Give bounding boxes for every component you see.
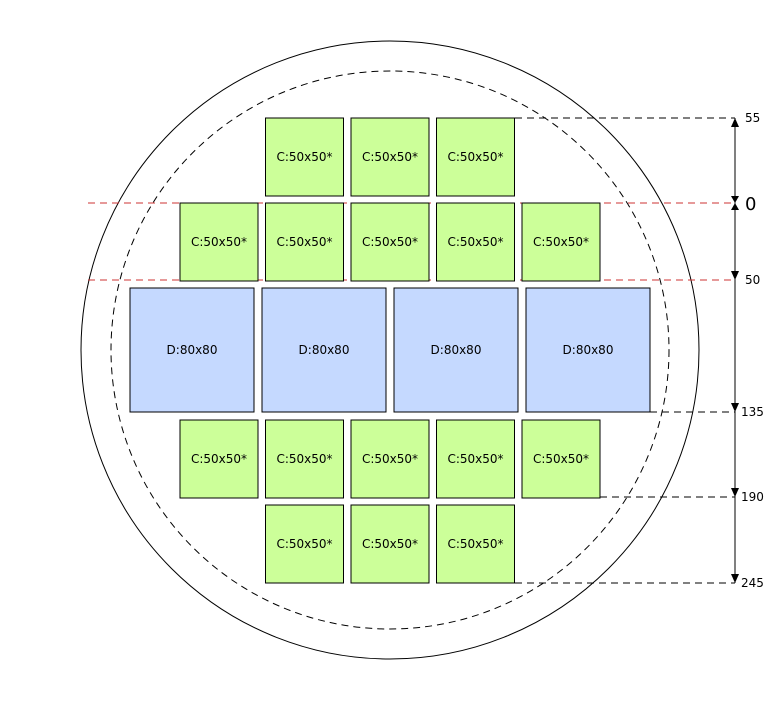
chip-small-r1-c1 bbox=[265, 202, 344, 282]
arrow-down-190 bbox=[731, 488, 739, 497]
chip-label-r1-c0: C:50x50* bbox=[191, 235, 247, 249]
chip-label-r2-c0: D:80x80 bbox=[167, 343, 218, 357]
chip-small-r3-c1 bbox=[265, 419, 344, 499]
chip-label-r3-c1: C:50x50* bbox=[276, 452, 332, 466]
wafer-outer-circle bbox=[80, 40, 700, 660]
wafer-usable-circle bbox=[110, 70, 670, 630]
chip-small-r4-c1 bbox=[350, 504, 430, 584]
chip-label-r3-c4: C:50x50* bbox=[533, 452, 589, 466]
chip-small-r0-c1 bbox=[350, 117, 430, 197]
arrow-down-0 bbox=[731, 196, 739, 203]
chip-small-r3-c2 bbox=[350, 419, 430, 499]
chip-label-r4-c1: C:50x50* bbox=[362, 537, 418, 551]
arrow-up-55 bbox=[731, 118, 739, 127]
chip-small-r4-c0 bbox=[265, 504, 344, 584]
chip-label-r2-c3: D:80x80 bbox=[563, 343, 614, 357]
chip-label-r4-c0: C:50x50* bbox=[276, 537, 332, 551]
chip-label-r1-c4: C:50x50* bbox=[533, 235, 589, 249]
arrow-up-0 bbox=[731, 203, 739, 210]
chip-label-r1-c3: C:50x50* bbox=[447, 235, 503, 249]
dim-label-55: 55 bbox=[745, 111, 760, 125]
chip-small-r3-c4 bbox=[521, 419, 601, 499]
chip-small-r1-c4 bbox=[521, 202, 601, 282]
dim-label-zero: 0 bbox=[745, 194, 756, 215]
chip-large-r2-c0 bbox=[129, 287, 255, 413]
chip-large-r2-c3 bbox=[525, 287, 651, 413]
chip-small-r1-c3 bbox=[436, 202, 515, 282]
dim-label-190: 190 bbox=[741, 490, 764, 504]
chip-label-r1-c1: C:50x50* bbox=[276, 235, 332, 249]
chip-small-r3-c0 bbox=[179, 419, 259, 499]
chip-large-r2-c2 bbox=[393, 287, 519, 413]
chip-label-r2-c1: D:80x80 bbox=[299, 343, 350, 357]
dim-label-135: 135 bbox=[741, 405, 764, 419]
chip-label-r3-c2: C:50x50* bbox=[362, 452, 418, 466]
chip-small-r1-c2 bbox=[350, 202, 430, 282]
chip-label-r1-c2: C:50x50* bbox=[362, 235, 418, 249]
dim-label-245: 245 bbox=[741, 576, 764, 590]
chip-label-r0-c1: C:50x50* bbox=[362, 150, 418, 164]
chip-small-r1-c0 bbox=[179, 202, 259, 282]
arrow-down-135 bbox=[731, 403, 739, 412]
chip-label-r2-c2: D:80x80 bbox=[431, 343, 482, 357]
chip-label-r0-c2: C:50x50* bbox=[447, 150, 503, 164]
chip-small-r0-c0 bbox=[265, 117, 344, 197]
chip-label-r4-c2: C:50x50* bbox=[447, 537, 503, 551]
chip-label-r0-c0: C:50x50* bbox=[276, 150, 332, 164]
dimension-guides bbox=[515, 117, 735, 584]
arrow-down-50 bbox=[731, 271, 739, 280]
chip-small-r3-c3 bbox=[436, 419, 515, 499]
arrow-down-245 bbox=[731, 574, 739, 583]
chip-label-r3-c0: C:50x50* bbox=[191, 452, 247, 466]
chip-large-r2-c1 bbox=[261, 287, 387, 413]
chip-label-r3-c3: C:50x50* bbox=[447, 452, 503, 466]
dimension-axis: 55 0 50 135 190 245 bbox=[731, 111, 764, 590]
dim-label-50: 50 bbox=[745, 273, 760, 287]
chip-small-r0-c2 bbox=[436, 117, 515, 197]
chip-grid: C:50x50* C:50x50* C:50x50* C:50x50* C:50x50*… bbox=[129, 117, 651, 584]
chip-small-r4-c2 bbox=[436, 504, 515, 584]
